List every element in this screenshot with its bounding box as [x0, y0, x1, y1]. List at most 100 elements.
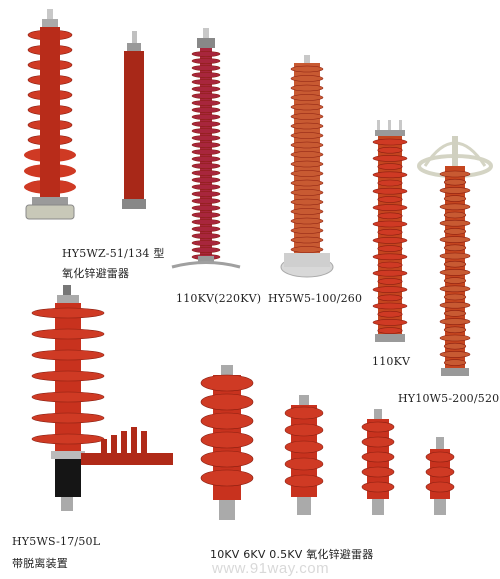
- label-110kv-220kv: 110KV(220KV): [176, 292, 262, 305]
- arrester-hy10w5-image: [417, 136, 493, 376]
- shed: [377, 179, 403, 187]
- shed: [439, 170, 471, 178]
- shed: [443, 326, 467, 334]
- shed: [372, 319, 408, 326]
- label-hy5ws-model: HY5WS-17/50L: [12, 535, 101, 548]
- shed: [443, 277, 467, 284]
- shed: [191, 247, 221, 253]
- shed: [290, 141, 324, 149]
- shed: [377, 245, 403, 252]
- shed: [284, 457, 324, 471]
- label-hy5wz-model: HY5WZ-51/134 型: [62, 247, 165, 260]
- shed: [191, 135, 221, 141]
- shed: [191, 184, 221, 190]
- shed: [290, 227, 324, 234]
- shed: [191, 156, 221, 162]
- shed: [290, 103, 324, 111]
- shed: [191, 149, 221, 155]
- shed: [443, 359, 467, 366]
- shed: [200, 393, 254, 411]
- arrester-110kv-image: [372, 120, 408, 342]
- shed: [191, 107, 221, 113]
- shed: [191, 86, 221, 92]
- shed: [443, 195, 467, 202]
- shed: [439, 203, 471, 211]
- shed: [443, 244, 467, 252]
- shed: [377, 278, 403, 285]
- shed: [191, 240, 221, 246]
- shed: [290, 170, 324, 177]
- shed: [372, 253, 408, 261]
- shed: [200, 412, 254, 430]
- shed: [443, 310, 467, 317]
- shed: [31, 370, 105, 382]
- shed: [290, 179, 324, 187]
- shed: [372, 187, 408, 195]
- shed: [377, 146, 403, 154]
- shed: [439, 334, 471, 342]
- shed: [377, 294, 403, 302]
- shed: [191, 65, 221, 71]
- shed: [443, 211, 467, 219]
- shed: [372, 204, 408, 211]
- shed: [31, 391, 105, 403]
- shed: [290, 189, 324, 196]
- shed: [284, 474, 324, 488]
- arrester-small-set-image: [200, 365, 455, 520]
- shed: [361, 421, 395, 433]
- shed: [284, 406, 324, 420]
- shed: [372, 302, 408, 310]
- shed: [439, 252, 471, 260]
- shed: [372, 220, 408, 228]
- shed: [191, 170, 221, 176]
- shed: [439, 351, 471, 358]
- shed: [290, 65, 324, 73]
- shed: [191, 212, 221, 218]
- shed: [290, 217, 324, 225]
- shed: [191, 163, 221, 169]
- shed: [200, 450, 254, 468]
- shed: [290, 208, 324, 215]
- shed: [290, 75, 324, 82]
- label-small-set: 10KV 6KV 0.5KV 氧化锌避雷器: [210, 548, 374, 561]
- shed: [191, 93, 221, 99]
- shed: [439, 236, 471, 243]
- shed: [443, 342, 467, 350]
- product-small-set: [195, 365, 475, 530]
- shed: [290, 84, 324, 92]
- shed: [31, 433, 105, 445]
- shed: [425, 466, 455, 478]
- shed: [443, 178, 467, 186]
- arrester-hy5ws-image: [31, 285, 173, 511]
- shed: [284, 423, 324, 437]
- shed: [290, 160, 324, 168]
- shed: [191, 205, 221, 211]
- shed: [191, 100, 221, 106]
- shed: [425, 481, 455, 493]
- shed: [200, 431, 254, 449]
- shed: [191, 128, 221, 134]
- shed: [191, 233, 221, 239]
- shed: [439, 269, 471, 276]
- arrester-hy5w5-100-image: [280, 55, 334, 278]
- shed: [191, 58, 221, 64]
- shed: [439, 318, 471, 325]
- product-110kv: [365, 118, 415, 348]
- shed: [290, 113, 324, 120]
- shed: [290, 151, 324, 158]
- shed: [290, 236, 324, 244]
- label-hy5ws-feature: 带脱离装置: [12, 557, 68, 570]
- shed: [377, 196, 403, 203]
- shed: [443, 228, 467, 235]
- shed: [191, 72, 221, 78]
- shed: [377, 261, 403, 269]
- shed: [31, 307, 105, 319]
- shed: [439, 301, 471, 309]
- shed: [372, 171, 408, 179]
- shed: [290, 94, 324, 101]
- shed: [191, 121, 221, 127]
- shed: [200, 374, 254, 392]
- shed: [191, 219, 221, 225]
- product-110kv-220kv: [170, 20, 250, 275]
- shed: [377, 310, 403, 318]
